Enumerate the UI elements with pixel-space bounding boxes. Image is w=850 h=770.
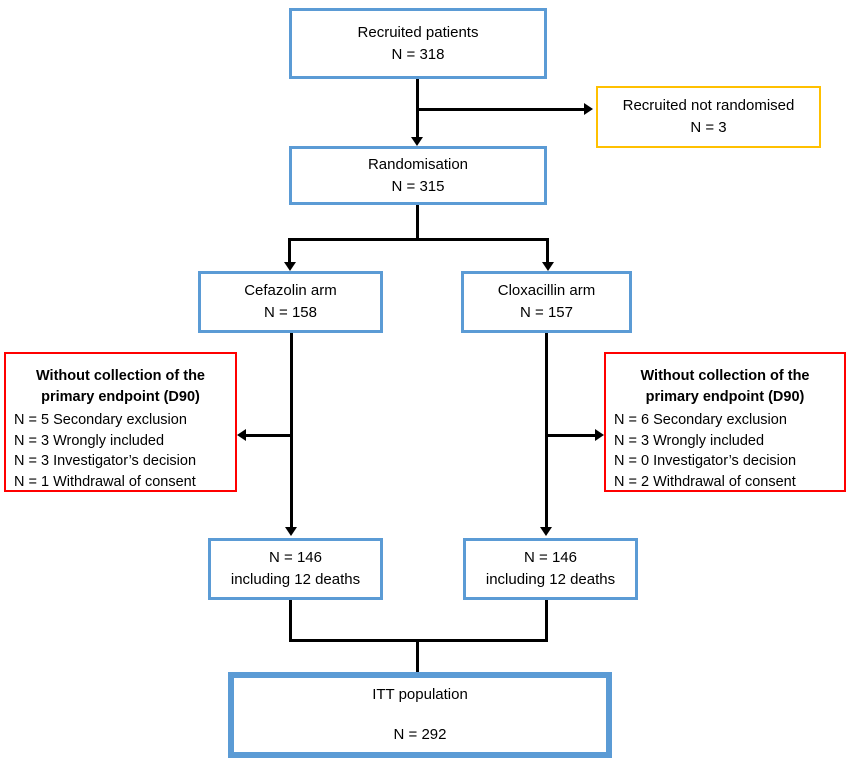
- node-recruited-patients: Recruited patients N = 318: [289, 8, 547, 79]
- excluded-left-items: N = 5 Secondary exclusion N = 3 Wrongly …: [6, 410, 235, 492]
- itt-population-label: ITT population: [372, 686, 468, 704]
- excluded-left-item-4: N = 1 Withdrawal of consent: [14, 473, 196, 490]
- excluded-left-item-2: N = 3 Wrongly included: [14, 432, 165, 449]
- cefazolin-arm-label: Cefazolin arm: [244, 282, 337, 300]
- node-cloxacillin-arm: Cloxacillin arm N = 157: [461, 271, 632, 333]
- connector-split-to-cloxacillin: [546, 238, 549, 264]
- node-cefazolin-arm: Cefazolin arm N = 158: [198, 271, 383, 333]
- node-recruited-not-randomised: Recruited not randomised N = 3: [596, 86, 821, 148]
- node-excluded-right: Without collection of the primary endpoi…: [604, 352, 846, 492]
- analysed-right-count: N = 146: [524, 549, 577, 567]
- connector-analysed-right-down: [545, 600, 548, 642]
- node-randomisation: Randomisation N = 315: [289, 146, 547, 205]
- analysed-left-deaths: including 12 deaths: [230, 571, 361, 588]
- recruited-patients-count: N = 318: [391, 45, 445, 63]
- excluded-right-header-line1: Without collection of the: [640, 368, 810, 384]
- connector-randomisation-split-bar: [288, 238, 549, 241]
- arrowhead-cefazolin: [284, 262, 296, 271]
- excluded-left-item-3: N = 3 Investigator’s decision: [14, 453, 197, 470]
- excluded-left-item-1: N = 5 Secondary exclusion: [14, 412, 187, 429]
- excluded-right-header-line2: primary endpoint (D90): [645, 388, 805, 405]
- node-analysed-left: N = 146 including 12 deaths: [208, 538, 383, 600]
- connector-to-not-randomised: [416, 108, 584, 111]
- randomisation-count: N = 315: [391, 177, 445, 195]
- arrowhead-excluded-left: [237, 429, 246, 441]
- excluded-right-item-4: N = 2 Withdrawal of consent: [614, 473, 796, 490]
- node-itt-population: ITT population N = 292: [228, 672, 612, 758]
- excluded-left-header-line1: Without collection of the: [35, 368, 205, 384]
- not-randomised-label: Recruited not randomised: [622, 97, 795, 115]
- itt-population-count: N = 292: [393, 726, 447, 743]
- node-excluded-left: Without collection of the primary endpoi…: [4, 352, 237, 492]
- connector-merge-to-itt: [416, 639, 419, 675]
- arrowhead-randomisation: [411, 137, 423, 146]
- connector-to-excluded-right: [545, 434, 595, 437]
- arrowhead-not-randomised: [584, 103, 593, 115]
- excluded-left-header-line2: primary endpoint (D90): [41, 388, 200, 405]
- arrowhead-excluded-right: [595, 429, 604, 441]
- excluded-right-item-2: N = 3 Wrongly included: [614, 432, 765, 449]
- excluded-right-items: N = 6 Secondary exclusion N = 3 Wrongly …: [606, 410, 844, 492]
- arrowhead-cloxacillin: [542, 262, 554, 271]
- arrowhead-analysed-right: [540, 527, 552, 536]
- connector-randomisation-stem: [416, 205, 419, 241]
- excluded-right-item-3: N = 0 Investigator’s decision: [614, 453, 797, 470]
- recruited-patients-label: Recruited patients: [357, 23, 479, 41]
- node-analysed-right: N = 146 including 12 deaths: [463, 538, 638, 600]
- not-randomised-count: N = 3: [690, 119, 727, 136]
- cloxacillin-arm-label: Cloxacillin arm: [497, 282, 596, 300]
- connector-cefazolin-to-analysed: [290, 333, 293, 531]
- cefazolin-arm-count: N = 158: [264, 304, 317, 321]
- connector-split-to-cefazolin: [288, 238, 291, 264]
- connector-cloxacillin-to-analysed: [545, 333, 548, 531]
- analysed-right-deaths: including 12 deaths: [485, 571, 616, 588]
- excluded-right-item-1: N = 6 Secondary exclusion: [614, 412, 787, 429]
- analysed-left-count: N = 146: [269, 549, 322, 567]
- arrowhead-analysed-left: [285, 527, 297, 536]
- randomisation-label: Randomisation: [367, 155, 469, 173]
- connector-analysed-left-down: [289, 600, 292, 642]
- connector-to-excluded-left: [246, 434, 292, 437]
- cloxacillin-arm-count: N = 157: [520, 304, 573, 321]
